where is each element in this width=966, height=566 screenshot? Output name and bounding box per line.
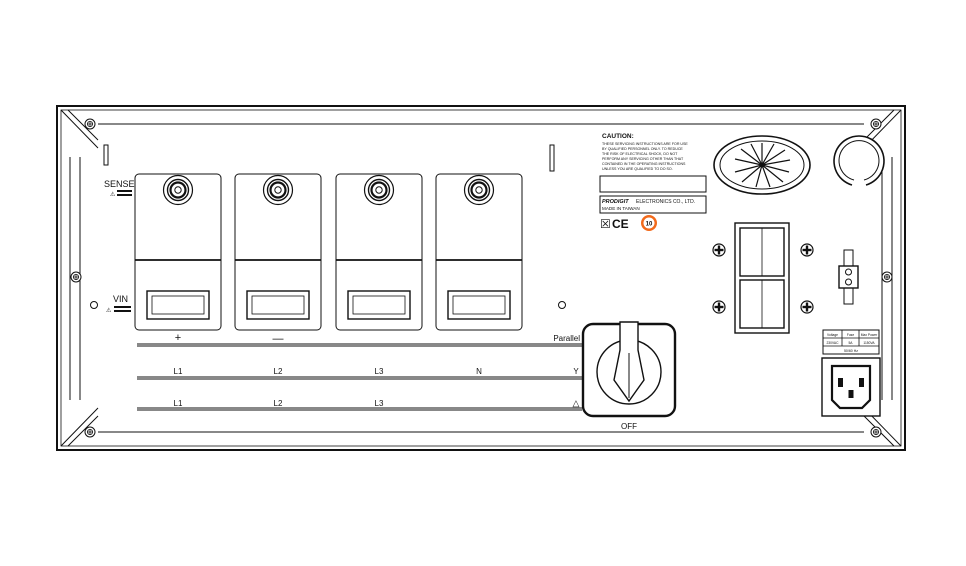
delta-row-label-l1: L1 bbox=[174, 399, 183, 408]
parallel-label: Parallel bbox=[553, 334, 580, 343]
rating-table: Voltage Fuse Max Power 230VAC 5A 1150VA … bbox=[822, 329, 880, 355]
rating-header: Voltage bbox=[827, 333, 838, 337]
fuse-holder-icon bbox=[838, 249, 859, 305]
sense-rating-text bbox=[117, 194, 132, 196]
bnc-connector-icon[interactable] bbox=[162, 174, 194, 206]
plus-label: + bbox=[175, 332, 181, 344]
terminal-module-3 bbox=[335, 173, 423, 331]
warning-icon: ⚠ bbox=[106, 307, 112, 314]
ce-mark-icon: CE bbox=[612, 217, 629, 231]
made-in-text: MADE IN TAIWAN bbox=[602, 206, 640, 211]
bnc-connector-icon[interactable] bbox=[463, 174, 495, 206]
delta-symbol: △ bbox=[573, 398, 580, 408]
terminal-module-4 bbox=[435, 173, 523, 331]
caution-line: THE RISK OF ELECTRICAL SHOCK, DO NOT bbox=[602, 152, 678, 156]
rating-value: 230VAC bbox=[826, 341, 839, 345]
y-row-label-n: N bbox=[476, 367, 482, 376]
serial-number-box bbox=[599, 175, 707, 193]
screw-icon bbox=[881, 271, 893, 283]
caution-line: THESE SERVICING INSTRUCTIONS ARE FOR USE bbox=[602, 142, 688, 146]
sense-label: SENSE bbox=[104, 179, 135, 189]
screw-icon bbox=[711, 299, 727, 315]
caution-line: PERFORM ANY SERVICING OTHER THAN THAT bbox=[602, 157, 684, 161]
screw-icon bbox=[84, 426, 96, 438]
caution-title: CAUTION: bbox=[602, 133, 634, 140]
screw-icon bbox=[870, 426, 882, 438]
y-row-label-l2: L2 bbox=[274, 367, 283, 376]
caution-label: CAUTION: THESE SERVICING INSTRUCTIONS AR… bbox=[599, 133, 707, 214]
off-label: OFF bbox=[621, 422, 637, 431]
screw-icon bbox=[711, 242, 727, 258]
y-symbol: Y bbox=[573, 367, 579, 376]
slot bbox=[103, 144, 109, 166]
bnc-connector-icon[interactable] bbox=[262, 174, 294, 206]
vin-label: VIN bbox=[113, 294, 128, 304]
rating-frequency: 50/60 Hz bbox=[844, 349, 858, 353]
y-row-label-l3: L3 bbox=[375, 367, 384, 376]
year-badge-text: 10 bbox=[646, 222, 653, 228]
weee-bin-icon: ☒ bbox=[600, 217, 611, 231]
bnc-connector-icon[interactable] bbox=[363, 174, 395, 206]
slot bbox=[549, 144, 555, 172]
terminal-module-1 bbox=[134, 173, 222, 331]
maker-box bbox=[599, 195, 707, 214]
rating-header: Max Power bbox=[861, 333, 878, 337]
screw-icon bbox=[799, 299, 815, 315]
rating-header: Fuse bbox=[847, 333, 854, 337]
wiring-lines bbox=[137, 343, 582, 411]
cable-gland-icon bbox=[833, 135, 885, 186]
delta-row-label-l3: L3 bbox=[375, 399, 384, 408]
minus-label: — bbox=[273, 333, 284, 345]
caution-line: UNLESS YOU ARE QUALIFIED TO DO SO. bbox=[602, 167, 673, 171]
vin-rating-text bbox=[114, 310, 131, 312]
vin-rating-text bbox=[114, 306, 131, 308]
mode-rotary-switch[interactable] bbox=[581, 321, 677, 418]
ac-inlet-icon[interactable] bbox=[821, 357, 881, 417]
fan-grille-icon bbox=[713, 135, 811, 195]
maker-suffix: ELECTRONICS CO., LTD. bbox=[636, 199, 695, 205]
screw-icon bbox=[799, 242, 815, 258]
indicator-hole bbox=[558, 301, 566, 309]
caution-line: BY QUALIFIED PERSONNEL ONLY. TO REDUCE bbox=[602, 147, 683, 151]
rating-value: 5A bbox=[848, 341, 853, 345]
terminal-module-2 bbox=[234, 173, 322, 331]
screw-icon bbox=[70, 271, 82, 283]
warning-icon: ⚠ bbox=[110, 191, 116, 198]
screw-icon bbox=[870, 118, 882, 130]
sense-rating-text bbox=[117, 190, 132, 192]
delta-row-label-l2: L2 bbox=[274, 399, 283, 408]
output-connector-block bbox=[734, 222, 790, 334]
indicator-hole bbox=[90, 301, 98, 309]
rating-value: 1150VA bbox=[863, 341, 875, 345]
brand-name: PRODIGIT bbox=[602, 199, 629, 205]
caution-line: CONTAINED IN THE OPERATING INSTRUCTIONS bbox=[602, 162, 686, 166]
screw-icon bbox=[84, 118, 96, 130]
y-row-label-l1: L1 bbox=[174, 367, 183, 376]
